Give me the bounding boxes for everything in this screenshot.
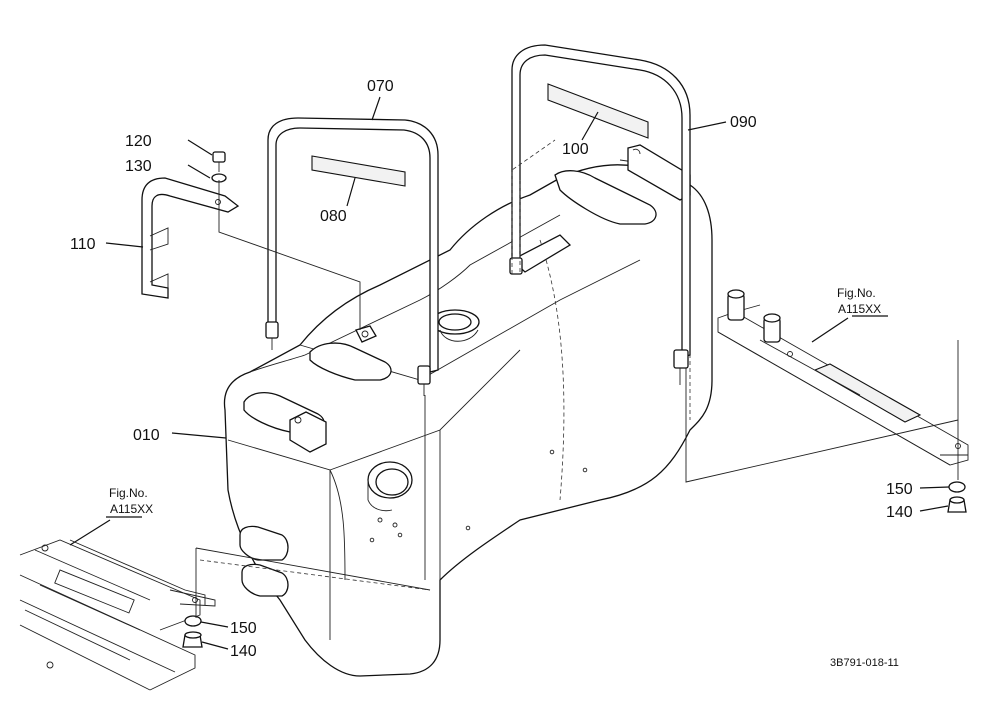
bracket [141,177,240,299]
bolt [212,151,226,172]
callout-120: 120 [125,133,152,150]
callout-080: 080 [320,208,347,225]
strap-pad-front [311,155,406,187]
callout-110: 110 [70,236,96,253]
callout-130: 130 [125,158,152,175]
fuel-tank [223,144,713,677]
spring-washer-left [184,615,202,627]
callout-100: 100 [562,141,589,158]
callout-010: 010 [133,427,160,444]
fig-label-right: Fig.No. [837,286,876,300]
nut-right [947,496,967,513]
callout-090: 090 [730,114,757,131]
tank-strap-front [265,117,439,396]
tank-strap-rear [509,44,691,385]
strap-pad-rear [547,83,649,139]
drawing-code: 3B791-018-11 [830,657,899,669]
spring-washer-right [948,481,966,493]
frame-rail-right [717,289,969,466]
nut-left [182,631,203,648]
callout-070: 070 [367,78,394,95]
assembly-lines [195,139,959,618]
fig-number-left: A115XX [110,502,153,516]
fig-number-right: A115XX [838,302,881,316]
callout-150-right: 150 [886,481,913,498]
fig-label-left: Fig.No. [109,486,148,500]
callout-140-right: 140 [886,504,913,521]
callout-leaders [69,96,950,650]
frame-rail-left [19,539,216,691]
callout-150-left: 150 [230,620,257,637]
callout-140-left: 140 [230,643,257,660]
